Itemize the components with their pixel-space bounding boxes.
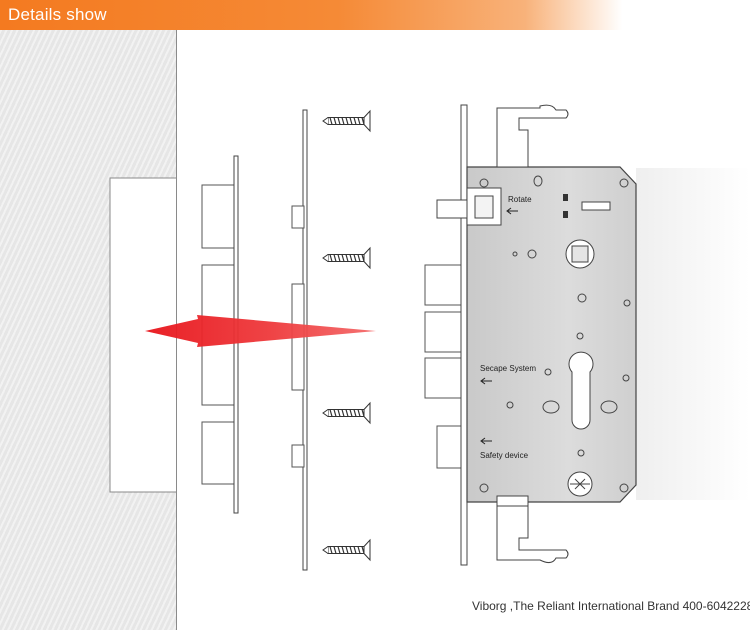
screw-icon [322,539,371,561]
secape-system-label: Secape System [480,364,537,373]
mortise-lock [424,104,750,566]
middle-plate [291,109,308,571]
lock-diagram [109,104,750,571]
safety-device-label: Safety device [480,451,529,460]
arrow-left-icon [480,437,492,445]
screw-icon [322,110,371,132]
screw-icon [322,402,371,424]
header-banner: Details show [0,0,750,30]
footer-brand-text: Viborg ,The Reliant International Brand … [472,599,750,613]
banner-title: Details show [8,5,107,24]
red-arrow-icon [145,315,376,347]
arrow-left-icon [506,207,518,215]
door-cutout [109,177,176,493]
arrow-left-icon [480,377,492,385]
screw-icon [322,247,371,269]
rotate-label: Rotate [508,195,532,204]
